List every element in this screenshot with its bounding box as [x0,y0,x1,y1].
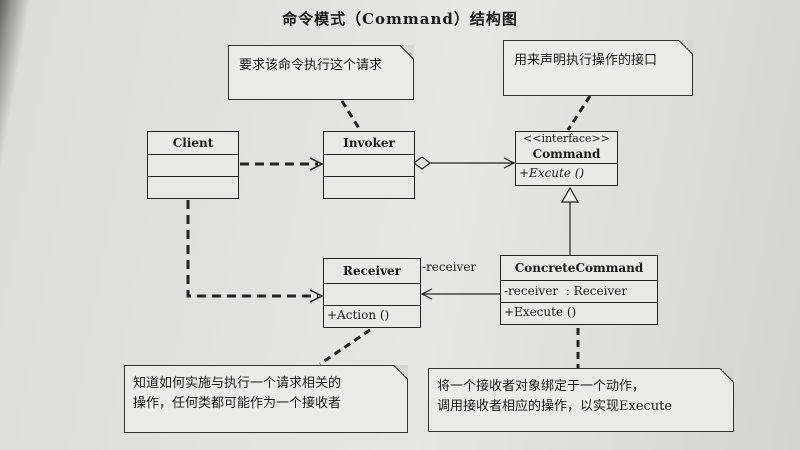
aggregation-diamond [413,156,431,170]
class-client: Client [147,131,239,199]
receiver-note-anchor [319,328,371,366]
class-command-method: +Excute () [516,163,617,184]
class-command-stereotype: <<interface>> [523,132,610,145]
class-concrete-command: ConcreteCommand -receiver : Receiver +Ex… [500,255,658,325]
association-arrowhead [420,288,433,300]
class-command: <<interface>> Command +Excute () [515,131,618,186]
class-concrete-name: ConcreteCommand [514,261,644,275]
class-command-name: Command [532,147,601,161]
note-receiver-line1: 知道如何实施与执行一个请求相关的 [133,376,342,391]
class-client-name: Client [172,136,214,150]
class-receiver-attributes [324,283,420,305]
note-invoker-text: 要求该命令执行这个请求 [239,58,383,73]
diagram-title: 命令模式（Command）结构图 [282,10,518,28]
note-invoker: 要求该命令执行这个请求 [228,45,414,100]
note-concrete-line2: 调用接收者相应的操作，以实现Execute [437,399,673,414]
class-receiver: Receiver +Action () [323,258,421,328]
client-invoker-arrowhead [309,157,324,171]
note-fold-corner [400,45,414,59]
association-label: -receiver [422,260,477,274]
class-concrete-method: +Execute () [501,302,657,323]
class-client-methods [148,176,238,197]
note-receiver-line2: 操作，任何类都可能作为一个接收者 [133,396,342,411]
command-note-anchor [566,95,592,131]
note-concrete: 将一个接收者对象绑定于一个动作， 调用接收者相应的操作，以实现Execute [428,368,734,432]
note-concrete-line1: 将一个接收者对象绑定于一个动作， [437,379,646,394]
note-fold-corner [394,365,408,379]
invoker-note-anchor [340,100,362,131]
client-receiver-dependency [186,200,318,298]
class-invoker-name: Invoker [343,136,395,150]
class-receiver-name: Receiver [342,264,402,278]
note-command: 用来声明执行操作的接口 [503,40,693,96]
class-concrete-attribute: -receiver : Receiver [501,280,657,302]
client-receiver-arrowhead [309,289,324,303]
class-receiver-method: +Action () [324,305,420,326]
class-invoker: Invoker [323,131,415,199]
note-command-text: 用来声明执行操作的接口 [514,53,658,68]
note-fold-corner [679,40,693,54]
generalization-triangle [560,186,580,203]
class-client-attributes [148,154,238,176]
note-fold-corner [720,368,734,382]
aggregation-arrowhead [503,157,516,169]
class-invoker-attributes [324,154,414,176]
note-receiver: 知道如何实施与执行一个请求相关的 操作，任何类都可能作为一个接收者 [124,365,408,433]
class-invoker-methods [324,176,414,197]
